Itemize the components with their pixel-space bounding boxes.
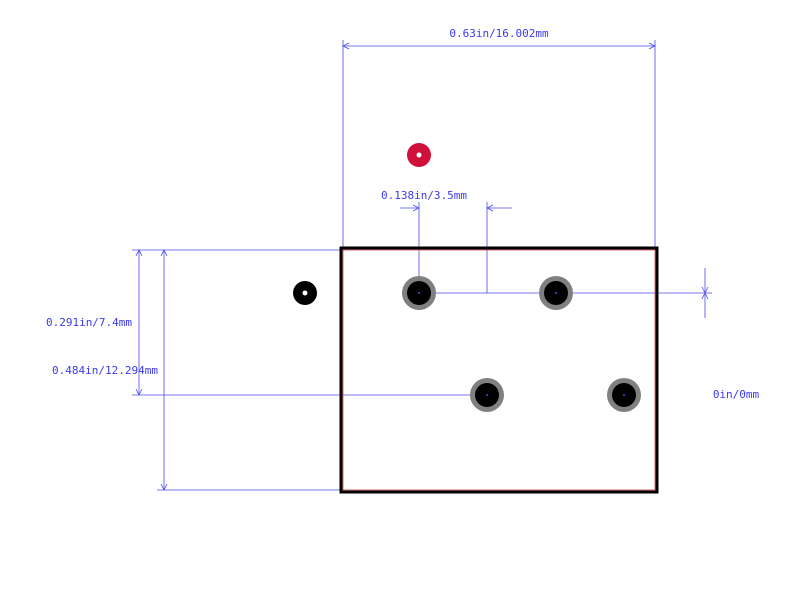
pad-2 (539, 276, 573, 310)
pin-pitch-label: 0.138in/3.5mm (381, 189, 467, 202)
overall-height-dimension: 0.484in/12.294mm (52, 249, 341, 491)
overall-height-label: 0.484in/12.294mm (52, 364, 158, 377)
pad-4 (607, 378, 641, 412)
origin-marker (293, 281, 317, 305)
pad-1 (402, 276, 436, 310)
overall-width-label: 0.63in/16.002mm (449, 27, 549, 40)
overall-width-dimension: 0.63in/16.002mm (342, 27, 656, 250)
pad-3 (470, 378, 504, 412)
pin1-marker (407, 143, 431, 167)
zero-offset-dimension: 0in/0mm (419, 268, 760, 401)
pin-pitch-dimension: 0.138in/3.5mm (381, 189, 512, 293)
row-spacing-label: 0.291in/7.4mm (46, 316, 132, 329)
zero-offset-label: 0in/0mm (713, 388, 760, 401)
row-spacing-dimension: 0.291in/7.4mm (46, 249, 487, 396)
component-outline (339, 246, 659, 494)
